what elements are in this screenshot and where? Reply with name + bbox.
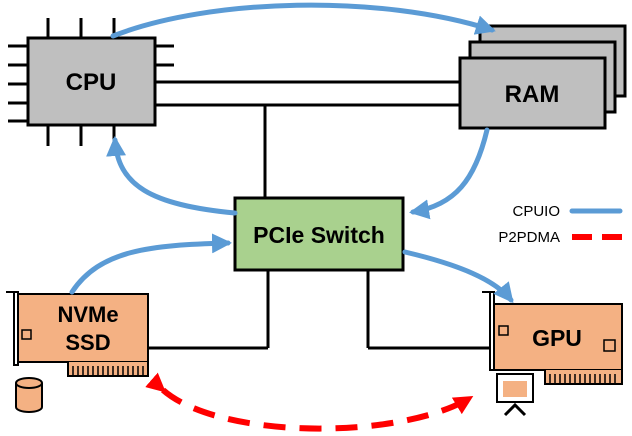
ram-module-front [458,56,607,130]
gpu-connector-pins [549,374,616,384]
pcie-switch-box [233,196,405,272]
arrow-ram-to-switch [409,127,490,220]
cpu-label: CPU [66,69,117,96]
pcie-switch: PCIe Switch [233,196,405,272]
arrow-switch-to-gpu [402,249,514,304]
legend-label-p2pdma: P2PDMA [498,229,560,246]
arrow-p2pdma-ssd-gpu [145,372,474,432]
disk-icon [15,377,43,413]
cpuio-arrows [69,2,514,304]
cpu-box [26,36,157,127]
ssd-connector-pins [72,366,144,376]
pcie-switch-label: PCIe Switch [253,222,385,248]
arrow-cpu-to-ram [110,2,496,39]
ram-modules: RAM [458,24,627,130]
interconnect-wires [148,80,490,350]
gpu-label: GPU [532,325,582,351]
monitor-icon [496,373,534,417]
cpu-chip: CPU [8,18,174,146]
arrow-ssd-to-switch [69,233,232,295]
ssd-chip [21,329,32,340]
gpu-chip-right [603,339,616,352]
ssd-label-line2: SSD [65,330,110,355]
gpu-chip-left [498,325,509,336]
ssd-label-line1: NVMe [57,302,118,327]
ram-label: RAM [505,81,560,108]
nvme-ssd-card: NVMe SSD [6,291,149,413]
gpu-card: GPU [482,291,623,417]
legend: CPUIO P2PDMA [498,203,624,246]
arrow-switch-to-cpu [106,136,238,216]
gpu-board [493,303,623,371]
cpu-pins [8,18,174,146]
legend-label-cpuio: CPUIO [512,203,560,220]
ssd-board [17,293,149,363]
